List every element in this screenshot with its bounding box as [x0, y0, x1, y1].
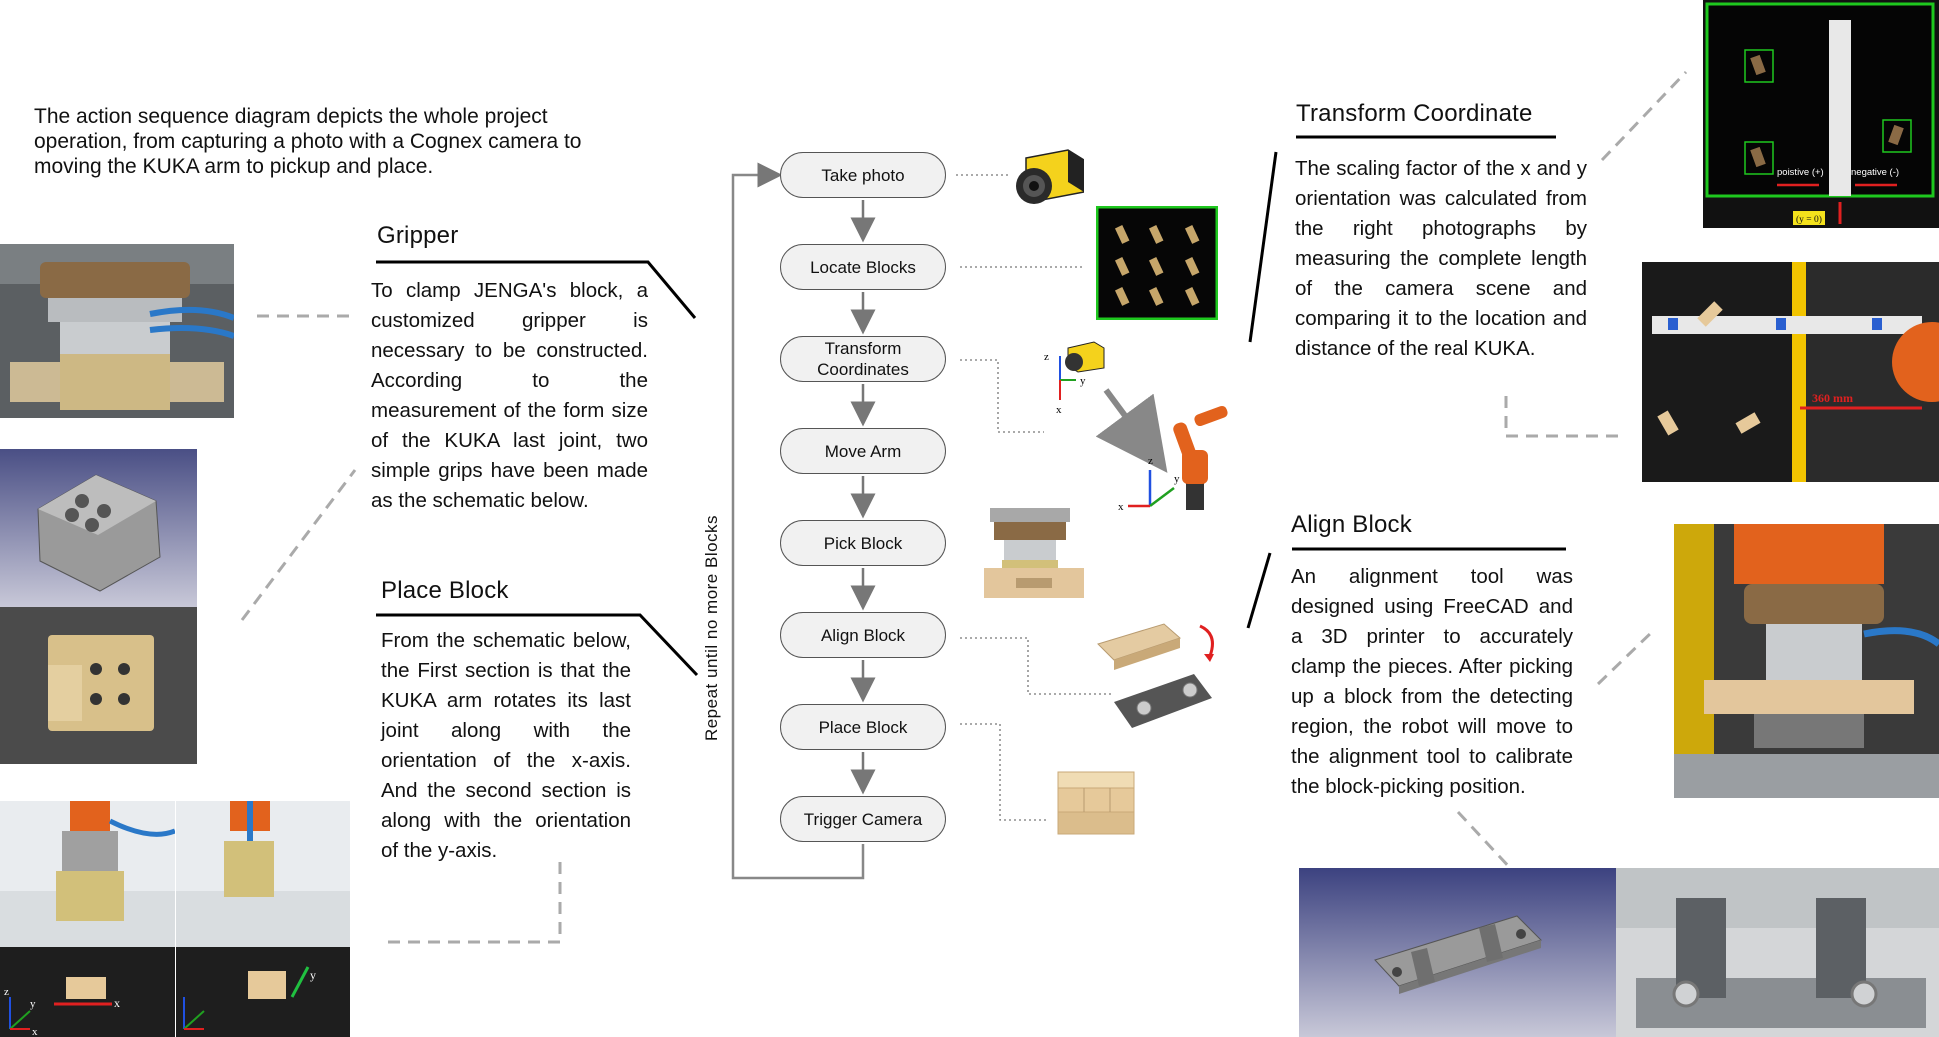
place-y-axis-label: y: [310, 968, 316, 982]
axis-x-label: x: [1056, 404, 1062, 416]
place-x-axis-label: x: [114, 996, 120, 1010]
cognex-camera-image: [1016, 149, 1084, 204]
pick-gripper-image: [984, 508, 1084, 598]
intro-text: The action sequence diagram depicts the …: [34, 105, 582, 178]
transform-title: Transform Coordinate: [1296, 100, 1533, 127]
align-title: Align Block: [1291, 511, 1412, 538]
step-pick-block: Pick Block: [780, 520, 946, 566]
align-cad-model: [1299, 868, 1616, 1037]
locate-blocks-image: [1096, 206, 1218, 320]
base-axis-x-label: x: [1118, 501, 1124, 513]
axis-y-label: y: [1080, 375, 1086, 387]
step-align-block: Align Block: [780, 612, 946, 658]
step-place-block: Place Block: [780, 704, 946, 750]
negative-label: negative (-): [1851, 167, 1899, 178]
axis-z-label: z: [1044, 351, 1049, 363]
y-zero-label: (y = 0): [1796, 214, 1822, 225]
place-x-y-label: y: [30, 998, 36, 1010]
measure-label: 360 mm: [1812, 391, 1853, 405]
gripper-printed-part: [0, 607, 197, 764]
stacked-blocks-image: [1057, 771, 1135, 835]
gripper-cad-model: [0, 449, 197, 607]
base-axis-y-label: y: [1174, 473, 1180, 485]
step-trigger-camera: Trigger Camera: [780, 796, 946, 842]
camera-scene-photo: poistive (+) negative (-) (y = 0): [1703, 0, 1939, 228]
base-axis-z-label: z: [1148, 455, 1153, 467]
place-x-photo: x z y x: [0, 801, 175, 1037]
step-move-arm: Move Arm: [780, 428, 946, 474]
transform-text: The scaling factor of the x and y orient…: [1295, 157, 1587, 360]
align-printed-tool-photo: [1616, 868, 1939, 1037]
camera-frame-image: z y x: [1044, 341, 1105, 416]
align-text: An alignment tool was designed using Fre…: [1291, 565, 1573, 798]
step-transform-coordinates: Transform Coordinates: [780, 336, 946, 382]
align-tool-image: [1097, 623, 1214, 728]
step-locate-blocks: Locate Blocks: [780, 244, 946, 290]
place-block-text: From the schematic below, the First sect…: [381, 629, 631, 862]
positive-label: poistive (+): [1777, 167, 1824, 178]
gripper-photo: [0, 244, 234, 418]
align-robot-photo: [1674, 524, 1939, 798]
gripper-title: Gripper: [377, 222, 459, 249]
step-take-photo: Take photo: [780, 152, 946, 198]
place-x-xaxis-label: x: [32, 1026, 38, 1037]
place-y-photo: y: [176, 801, 350, 1037]
kuka-robot-image: z y x: [1118, 405, 1228, 513]
gripper-text: To clamp JENGA's block, a customized gri…: [371, 279, 648, 512]
measure-photo: 360 mm: [1642, 262, 1939, 482]
place-block-title: Place Block: [381, 577, 509, 604]
place-x-z-label: z: [4, 986, 9, 998]
